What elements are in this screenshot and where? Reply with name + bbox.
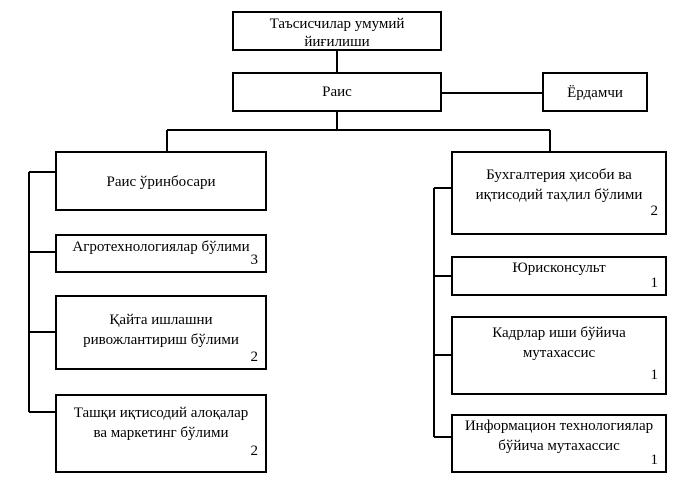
node-chairman-text: Раис bbox=[322, 84, 352, 100]
node-agro-text: Агротехнологиялар бўлими bbox=[72, 239, 250, 255]
node-it: Информацион технологиялар бўйича мутахас… bbox=[451, 414, 667, 473]
node-assembly: Таъсисчилар умумий йиғилиши bbox=[232, 11, 442, 51]
node-legal: Юрисконсульт 1 bbox=[451, 256, 667, 296]
node-foreign-count: 2 bbox=[250, 443, 259, 459]
node-accounting: Бухгалтерия ҳисоби ва иқтисодий таҳлил б… bbox=[451, 151, 667, 235]
node-accounting-text: Бухгалтерия ҳисоби ва иқтисодий таҳлил б… bbox=[475, 167, 643, 203]
node-legal-count: 1 bbox=[650, 275, 659, 291]
node-processing-text: Қайта ишлашни ривожлантириш бўлими bbox=[83, 312, 239, 348]
node-deputy-text: Раис ўринбосари bbox=[106, 174, 216, 190]
node-deputy: Раис ўринбосари bbox=[55, 151, 267, 211]
node-processing: Қайта ишлашни ривожлантириш бўлими 2 bbox=[55, 295, 267, 370]
node-accounting-count: 2 bbox=[650, 203, 659, 219]
node-it-text: Информацион технологиялар бўйича мутахас… bbox=[464, 418, 654, 454]
node-assembly-text: Таъсисчилар умумий йиғилиши bbox=[269, 16, 405, 50]
node-agro: Агротехнологиялар бўлими 3 bbox=[55, 234, 267, 273]
node-assistant: Ёрдамчи bbox=[542, 72, 648, 112]
node-foreign: Ташқи иқтисодий алоқалар ва маркетинг бў… bbox=[55, 394, 267, 473]
node-agro-count: 3 bbox=[250, 252, 259, 268]
node-legal-text: Юрисконсульт bbox=[512, 260, 606, 276]
node-hr: Кадрлар иши бўйича мутахассис 1 bbox=[451, 316, 667, 395]
node-it-count: 1 bbox=[650, 452, 659, 468]
node-hr-count: 1 bbox=[650, 367, 659, 383]
node-hr-text: Кадрлар иши бўйича мутахассис bbox=[492, 325, 626, 361]
node-chairman: Раис bbox=[232, 72, 442, 112]
node-assistant-text: Ёрдамчи bbox=[567, 85, 623, 101]
node-foreign-text: Ташқи иқтисодий алоқалар ва маркетинг бў… bbox=[73, 405, 249, 441]
node-processing-count: 2 bbox=[250, 349, 259, 365]
